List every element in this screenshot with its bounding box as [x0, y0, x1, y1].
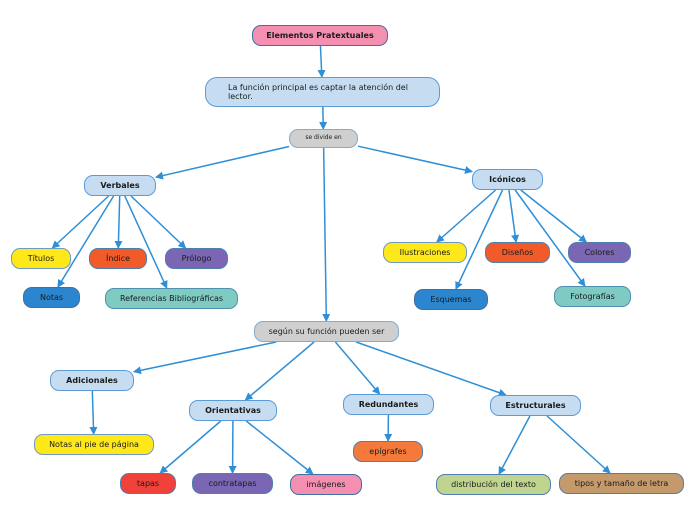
epigrafes-node[interactable]: epígrafes	[353, 441, 423, 462]
prologo-node[interactable]: Prólogo	[165, 248, 228, 269]
edge-orientativas-to-tapas	[159, 420, 222, 474]
adicionales-node[interactable]: Adicionales	[50, 370, 134, 391]
edge-iconicos-to-ilustraciones	[436, 189, 497, 243]
distribucion-node[interactable]: distribución del texto	[436, 474, 551, 495]
edge-iconicos-to-disenos	[508, 189, 520, 243]
notas-pie-node[interactable]: Notas al pie de página	[34, 434, 154, 455]
notas-node[interactable]: Notas	[23, 287, 80, 308]
edge-divide-to-segun	[322, 147, 331, 322]
referencias-node[interactable]: Referencias Bibliográficas	[105, 288, 238, 309]
divide-node[interactable]: se divide en	[289, 129, 358, 148]
edge-segun-to-redundantes	[334, 341, 381, 395]
titulos-node[interactable]: Títulos	[11, 248, 71, 269]
edge-iconicos-to-colores	[520, 189, 588, 243]
edge-divide-to-verbales	[155, 145, 290, 180]
edge-segun-to-adicionales	[133, 341, 277, 375]
contratapas-node[interactable]: contratapas	[192, 473, 273, 494]
edge-iconicos-to-fotografias	[514, 189, 586, 287]
tipos-node[interactable]: tipos y tamaño de letra	[559, 473, 684, 494]
orientativas-node[interactable]: Orientativas	[189, 400, 277, 421]
segun-node[interactable]: según su función pueden ser	[254, 321, 399, 342]
edge-verbales-to-referencias	[124, 195, 168, 289]
fotografias-node[interactable]: Fotografías	[554, 286, 631, 307]
imagenes-node[interactable]: imágenes	[290, 474, 362, 495]
edge-iconicos-to-esquemas	[455, 189, 504, 290]
estructurales-node[interactable]: Estructurales	[490, 395, 581, 416]
verbales-node[interactable]: Verbales	[84, 175, 156, 196]
iconicos-node[interactable]: Icónicos	[472, 169, 543, 190]
edge-verbales-to-notas	[57, 195, 115, 288]
colores-node[interactable]: Colores	[568, 242, 631, 263]
edge-root-to-purpose	[317, 45, 326, 78]
disenos-node[interactable]: Diseños	[485, 242, 550, 263]
root-node[interactable]: Elementos Pratextuales	[252, 25, 388, 46]
edge-estructurales-to-tipos	[546, 415, 611, 474]
edge-segun-to-estructurales	[355, 341, 507, 397]
redundantes-node[interactable]: Redundantes	[343, 394, 434, 415]
edge-orientativas-to-imagenes	[245, 420, 314, 475]
esquemas-node[interactable]: Esquemas	[414, 289, 488, 310]
edge-verbales-to-titulos	[51, 195, 110, 249]
edge-verbales-to-indice	[114, 195, 123, 249]
edge-adicionales-to-notas_pie	[89, 390, 98, 435]
tapas-node[interactable]: tapas	[120, 473, 176, 494]
edge-segun-to-orientativas	[244, 341, 315, 401]
edge-divide-to-iconicos	[357, 145, 473, 174]
purpose-node[interactable]: La función principal es captar la atenci…	[205, 77, 440, 107]
edge-verbales-to-prologo	[130, 195, 187, 249]
ilustraciones-node[interactable]: Ilustraciones	[383, 242, 467, 263]
edge-estructurales-to-distribucion	[498, 415, 531, 475]
indice-node[interactable]: Índice	[89, 248, 147, 269]
